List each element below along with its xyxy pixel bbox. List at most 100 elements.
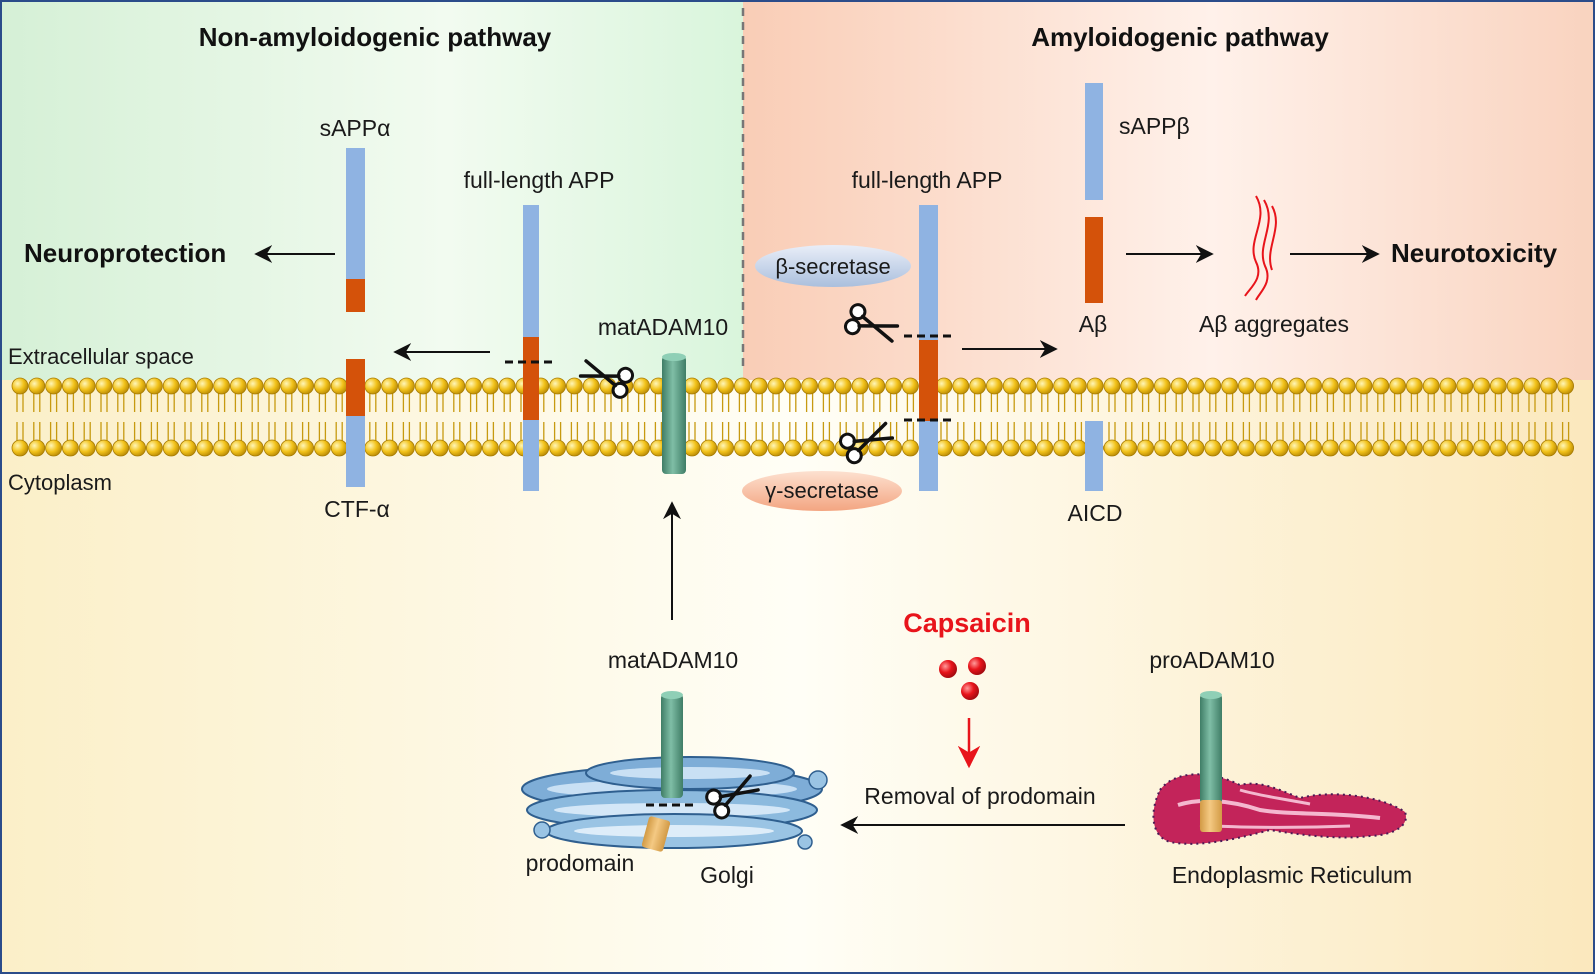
- lipid-head: [717, 377, 734, 395]
- lipid-head: [1422, 439, 1440, 457]
- lipid-head: [1305, 439, 1322, 457]
- abeta-fragment: [1085, 217, 1103, 303]
- lipid-head: [1103, 377, 1121, 395]
- lipid-head: [1002, 439, 1020, 457]
- lipid-head: [1506, 377, 1524, 395]
- app-right-middle: [919, 340, 938, 421]
- lipid-head: [263, 439, 281, 457]
- lipid-head: [1406, 439, 1423, 457]
- lipid-head: [1221, 439, 1238, 457]
- lipid-head: [818, 377, 835, 395]
- lipid-head: [834, 377, 852, 395]
- lipid-head: [179, 377, 197, 395]
- lipid-head: [818, 439, 835, 457]
- lipid-head: [1355, 377, 1373, 395]
- lipid-head: [566, 439, 583, 457]
- lipid-head: [902, 439, 919, 457]
- lipid-head: [599, 439, 617, 457]
- lipid-head: [1170, 439, 1188, 457]
- app-right-lower: [919, 421, 938, 491]
- lipid-head: [145, 377, 163, 395]
- full-length-app-right-label: full-length APP: [852, 167, 1003, 193]
- lipid-head: [397, 377, 415, 395]
- full-length-app-left-label: full-length APP: [464, 167, 615, 193]
- prodomain-fragment: [641, 816, 671, 852]
- lipid-head: [582, 439, 600, 457]
- lipid-head: [1154, 377, 1171, 395]
- lipid-head: [1221, 377, 1238, 395]
- lipid-head: [582, 377, 600, 395]
- lipid-head: [986, 377, 1003, 395]
- sappa-fragment: [346, 148, 365, 279]
- lipid-head: [1372, 377, 1390, 395]
- removal-of-prodomain-label: Removal of prodomain: [864, 783, 1095, 809]
- lipid-head: [868, 439, 886, 457]
- lipid-head: [885, 377, 902, 395]
- capsaicin-molecules-icon: [939, 657, 986, 700]
- ctf-alpha-orange-segment: [346, 359, 365, 416]
- lipid-head: [750, 377, 768, 395]
- proadam10-label: proADAM10: [1149, 647, 1274, 673]
- lipid-head: [62, 377, 79, 395]
- lipid-head: [78, 377, 96, 395]
- lipid-head: [280, 439, 298, 457]
- lipid-head: [1456, 377, 1474, 395]
- lipid-head: [851, 377, 869, 395]
- lipid-head: [11, 377, 29, 395]
- lipid-head: [750, 439, 768, 457]
- matadam10-golgi-label: matADAM10: [608, 647, 738, 673]
- lipid-head: [1473, 377, 1490, 395]
- lipid-head: [1070, 439, 1087, 457]
- lipid-head: [1523, 439, 1541, 457]
- lipid-head: [78, 439, 96, 457]
- amyloidogenic-heading: Amyloidogenic pathway: [1031, 22, 1329, 52]
- lipid-head: [145, 439, 163, 457]
- lipid-head: [129, 377, 147, 395]
- sappb-label: sAPPβ: [1119, 113, 1190, 139]
- lipid-bilayer-membrane: [11, 377, 1574, 457]
- lipid-head: [1254, 439, 1272, 457]
- aicd-fragment: [1085, 421, 1103, 491]
- lipid-head: [414, 439, 432, 457]
- lipid-head: [196, 377, 214, 395]
- lipid-head: [62, 439, 79, 457]
- neuroprotection-label: Neuroprotection: [24, 238, 226, 268]
- lipid-head: [1456, 439, 1474, 457]
- non-amyloidogenic-panel: [0, 0, 743, 380]
- lipid-head: [717, 439, 734, 457]
- gamma-secretase-badge: [742, 471, 902, 511]
- lipid-head: [1288, 377, 1306, 395]
- lipid-head: [1271, 439, 1289, 457]
- lipid-head: [1187, 439, 1205, 457]
- lipid-head: [397, 439, 415, 457]
- abeta-label: Aβ: [1079, 311, 1108, 337]
- lipid-head: [1187, 377, 1205, 395]
- lipid-head: [45, 439, 62, 457]
- lipid-head: [633, 439, 650, 457]
- lipid-head: [734, 377, 751, 395]
- lipid-head: [1137, 377, 1154, 395]
- lipid-head: [179, 439, 197, 457]
- lipid-head: [364, 439, 382, 457]
- lipid-head: [1439, 439, 1457, 457]
- app-left-middle: [523, 337, 539, 420]
- lipid-head: [784, 377, 802, 395]
- lipid-head: [767, 377, 785, 395]
- lipid-head: [45, 377, 62, 395]
- lipid-head: [1137, 439, 1154, 457]
- lipid-head: [1372, 439, 1390, 457]
- app-left-lower: [523, 420, 539, 491]
- sappb-fragment: [1085, 83, 1103, 200]
- lipid-head: [1170, 377, 1188, 395]
- lipid-head: [1422, 377, 1440, 395]
- lipid-head: [1053, 377, 1070, 395]
- lipid-head: [700, 377, 718, 395]
- prodomain-label: prodomain: [526, 850, 635, 876]
- lipid-head: [1523, 377, 1541, 395]
- lipid-head: [229, 377, 247, 395]
- proadam10-prodomain: [1200, 800, 1222, 832]
- lipid-head: [129, 439, 147, 457]
- lipid-head: [767, 439, 785, 457]
- lipid-head: [465, 439, 483, 457]
